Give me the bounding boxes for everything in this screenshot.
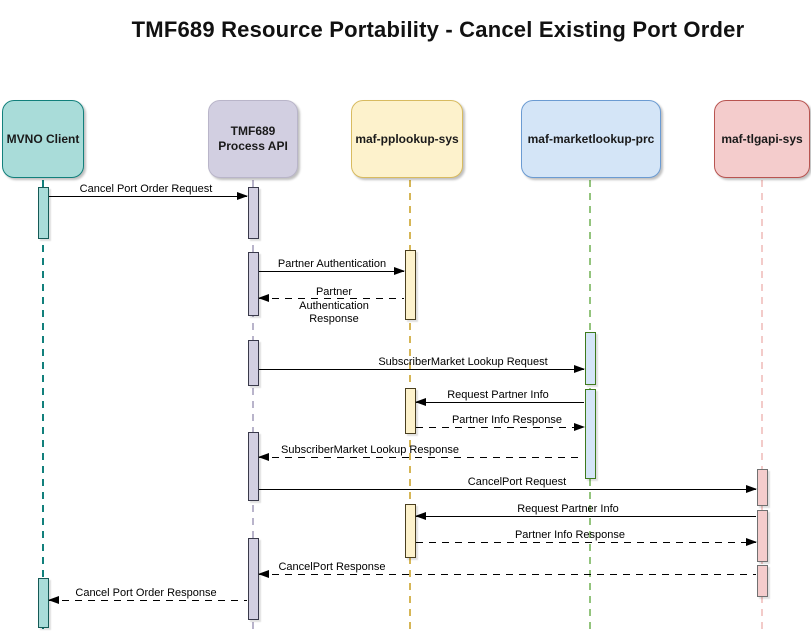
participant-label-mvno-client: MVNO Client bbox=[6, 131, 80, 146]
participant-label-tmf689-process-api: TMF689 Process API bbox=[218, 124, 288, 153]
message-label: Partner Authentication bbox=[277, 258, 387, 270]
tmf689-process-api-activation bbox=[247, 187, 259, 239]
message-label: Request Partner Info bbox=[517, 503, 619, 515]
message-line bbox=[259, 489, 756, 491]
tmf689-process-api-activation bbox=[247, 252, 259, 316]
arrowhead-icon bbox=[237, 192, 248, 200]
participant-box-tmf689-process-api: TMF689 Process API bbox=[208, 100, 298, 178]
diagram-title: TMF689 Resource Portability - Cancel Exi… bbox=[131, 17, 745, 42]
mvno-client-activation bbox=[37, 578, 49, 628]
arrowhead-icon bbox=[48, 596, 59, 604]
arrowhead-icon bbox=[415, 398, 426, 406]
arrowhead-icon bbox=[746, 538, 757, 546]
maf-pplookup-sys-activation bbox=[404, 504, 416, 558]
message-line bbox=[259, 457, 584, 459]
mvno-client-activation bbox=[37, 187, 49, 239]
participant-label-maf-marketlookup-prc: maf-marketlookup-prc bbox=[527, 131, 655, 146]
maf-pplookup-sys-activation bbox=[404, 250, 416, 320]
tmf689-process-api-activation bbox=[247, 538, 259, 620]
message-line bbox=[259, 271, 404, 273]
message-line bbox=[416, 427, 584, 429]
message-label: CancelPort Request bbox=[467, 476, 567, 488]
message-line bbox=[49, 600, 247, 602]
message-label: SubscriberMarket Lookup Response bbox=[281, 444, 459, 456]
message-label: Request Partner Info bbox=[447, 389, 549, 401]
message-label: CancelPort Response bbox=[278, 561, 386, 573]
maf-tlgapi-sys-lifeline bbox=[761, 180, 763, 632]
maf-pplookup-sys-activation bbox=[404, 388, 416, 434]
arrowhead-icon bbox=[746, 485, 757, 493]
message-label: Partner Authentication Response bbox=[299, 286, 369, 325]
message-label: Partner Info Response bbox=[451, 414, 563, 426]
message-line bbox=[49, 196, 247, 198]
message-label: Cancel Port Order Request bbox=[79, 183, 213, 195]
message-label: Cancel Port Order Response bbox=[75, 587, 217, 599]
participant-box-mvno-client: MVNO Client bbox=[2, 100, 84, 178]
participant-box-maf-pplookup-sys: maf-pplookup-sys bbox=[351, 100, 463, 178]
arrowhead-icon bbox=[258, 570, 269, 578]
maf-marketlookup-prc-activation bbox=[584, 389, 596, 479]
arrowhead-icon bbox=[258, 294, 269, 302]
message-line bbox=[259, 369, 584, 371]
participant-box-maf-marketlookup-prc: maf-marketlookup-prc bbox=[521, 100, 661, 178]
message-line bbox=[259, 298, 404, 300]
participant-label-maf-tlgapi-sys: maf-tlgapi-sys bbox=[721, 131, 803, 146]
participant-label-maf-pplookup-sys: maf-pplookup-sys bbox=[355, 131, 459, 146]
arrowhead-icon bbox=[415, 512, 426, 520]
message-label: Partner Info Response bbox=[514, 529, 626, 541]
arrowhead-icon bbox=[574, 365, 585, 373]
arrowhead-icon bbox=[574, 423, 585, 431]
tmf689-process-api-activation bbox=[247, 432, 259, 501]
participant-box-maf-tlgapi-sys: maf-tlgapi-sys bbox=[714, 100, 810, 178]
message-line bbox=[416, 542, 756, 544]
arrowhead-icon bbox=[394, 267, 405, 275]
message-line bbox=[416, 516, 756, 518]
mvno-client-lifeline bbox=[42, 180, 44, 632]
message-line bbox=[416, 402, 584, 404]
maf-tlgapi-sys-activation bbox=[756, 510, 768, 562]
arrowhead-icon bbox=[258, 453, 269, 461]
message-label: SubscriberMarket Lookup Request bbox=[378, 356, 548, 368]
maf-tlgapi-sys-activation bbox=[756, 565, 768, 597]
tmf689-process-api-lifeline bbox=[252, 180, 254, 632]
tmf689-process-api-activation bbox=[247, 340, 259, 386]
maf-tlgapi-sys-activation bbox=[756, 469, 768, 506]
maf-marketlookup-prc-activation bbox=[584, 332, 596, 385]
message-line bbox=[259, 574, 756, 576]
